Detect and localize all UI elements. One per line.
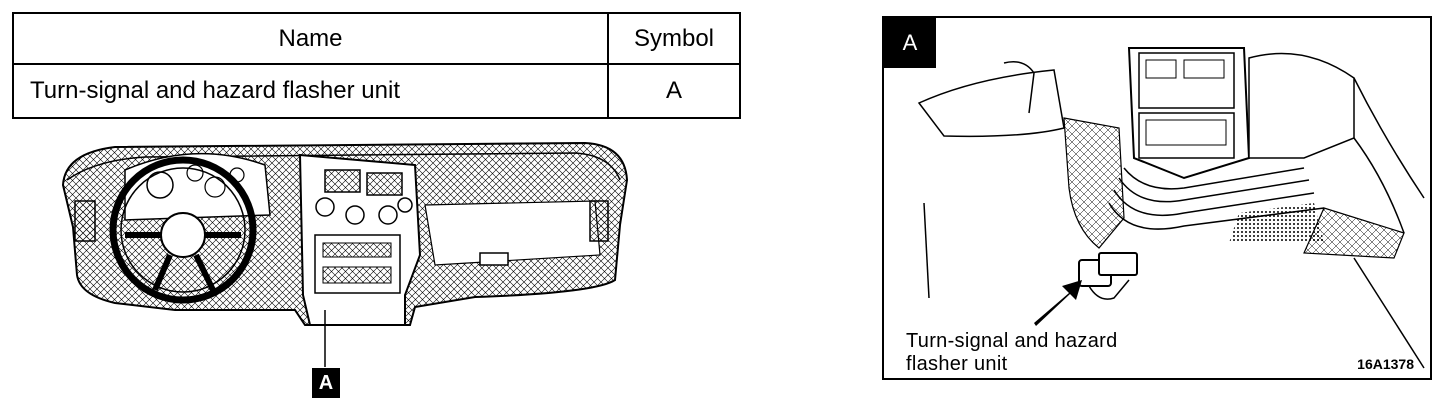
dashboard-marker-a: A: [312, 368, 340, 398]
header-name: Name: [12, 12, 609, 65]
row-name: Turn-signal and hazard flasher unit: [12, 63, 609, 119]
callout-line-1: Turn-signal and hazard: [906, 330, 1118, 352]
flasher-unit-callout: Turn-signal and hazard flasher unit: [906, 330, 1118, 376]
callout-line-2: flasher unit: [906, 353, 1008, 375]
dashboard-illustration: [61, 141, 629, 367]
row-symbol: A: [607, 63, 741, 119]
figure-id: 16A1378: [1357, 356, 1414, 372]
table-header-row: Name Symbol: [12, 12, 741, 65]
detail-marker-a: A: [884, 18, 936, 68]
detail-illustration: [917, 47, 1425, 369]
detail-view: A Turn-signal and hazard flasher unit 16…: [882, 16, 1432, 380]
header-symbol: Symbol: [607, 12, 741, 65]
table-row: Turn-signal and hazard flasher unit A: [12, 63, 741, 119]
component-table: Name Symbol Turn-signal and hazard flash…: [12, 12, 741, 119]
